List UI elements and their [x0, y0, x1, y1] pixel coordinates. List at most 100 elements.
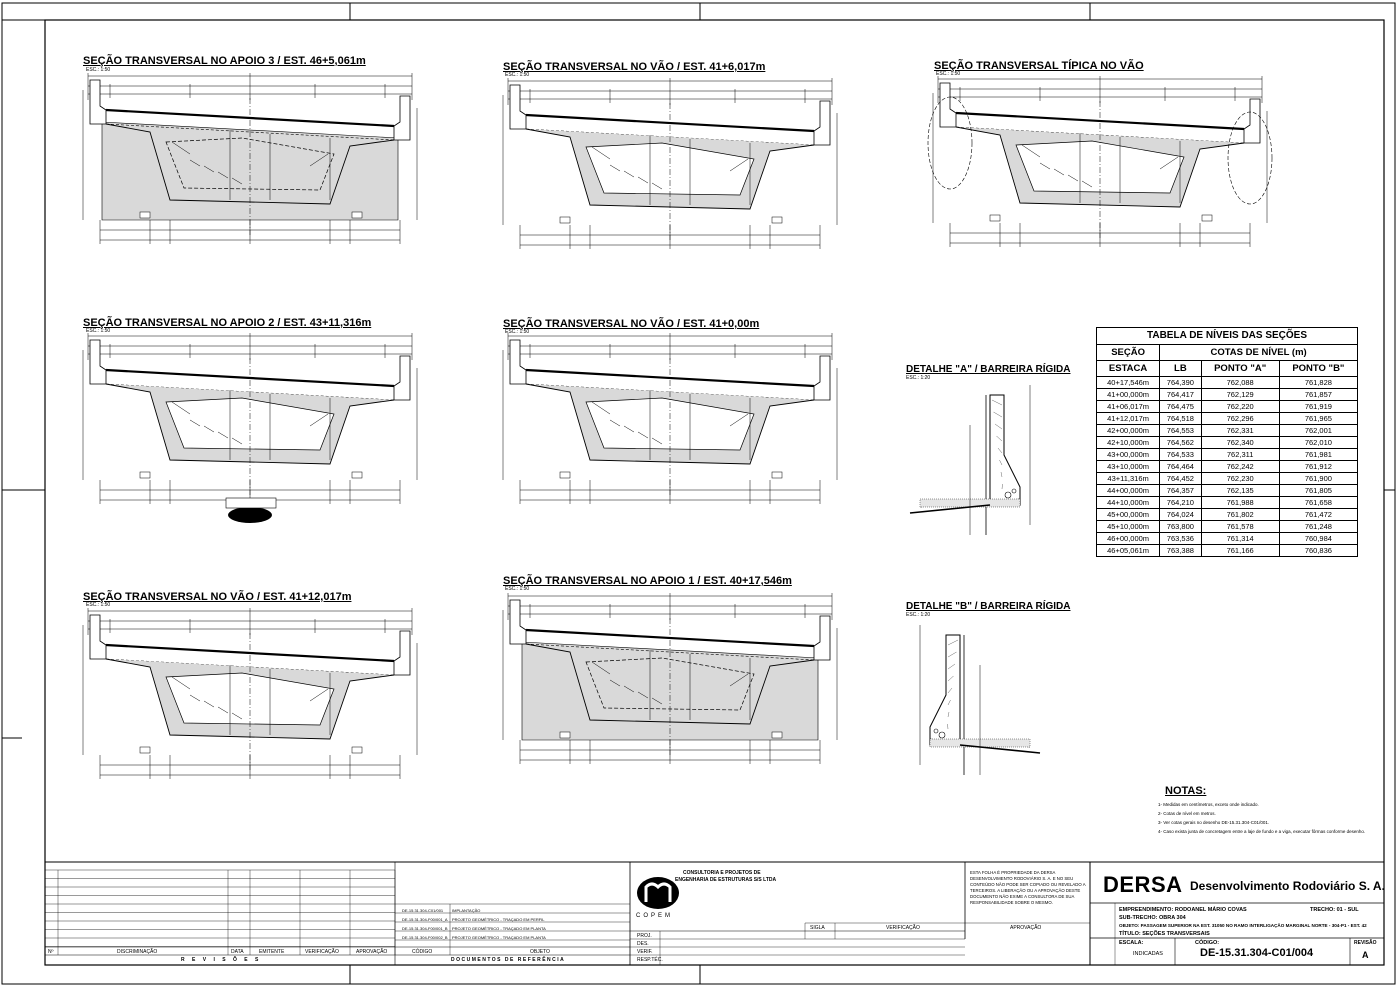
- levels-cell-estaca: 43+00,000m: [1095, 448, 1161, 461]
- annotation-line: [203, 165, 215, 173]
- point-b-marker: [351, 211, 363, 219]
- rebar-line: [947, 687, 953, 694]
- revision-value: A: [1362, 950, 1369, 960]
- levels-cell-value: 762,242: [1200, 460, 1280, 473]
- levels-cell-value: 761,965: [1278, 412, 1359, 425]
- levels-cell-value: 763,388: [1159, 544, 1202, 557]
- section-title-1: SEÇÃO TRANSVERSAL NO APOIO 3 / EST. 46+5…: [83, 55, 366, 67]
- haunch-line: [1021, 144, 1041, 158]
- detail-a-scale: ESC.: 1:20: [906, 375, 931, 381]
- consultant-line-1: CONSULTORIA E PROJETOS DE: [683, 870, 761, 876]
- levels-cell-value: 761,805: [1278, 484, 1359, 497]
- levels-cell-value: 762,230: [1200, 472, 1280, 485]
- levels-cell-estaca: 43+10,000m: [1095, 460, 1161, 473]
- point-a-marker: [559, 216, 571, 224]
- levels-cell-value: 764,452: [1159, 472, 1202, 485]
- levels-cell-value: 762,340: [1200, 436, 1280, 449]
- levels-cell-value: 761,981: [1278, 448, 1359, 461]
- copem-logo: [637, 877, 679, 909]
- levels-cell-value: 762,311: [1200, 448, 1280, 461]
- note-item: 4- Caso exista junta de concretagem entr…: [1158, 829, 1366, 834]
- levels-cell-estaca: 44+00,000m: [1095, 484, 1161, 497]
- left-barrier: [89, 339, 107, 385]
- des-label: DES.: [637, 941, 649, 947]
- levels-header-ponto-a: PONTO "A": [1200, 360, 1280, 377]
- levels-cell-value: 764,464: [1159, 460, 1202, 473]
- annotation-line: [217, 431, 229, 439]
- levels-cell-estaca: 42+10,000m: [1095, 436, 1161, 449]
- detail-a-drawing: [909, 385, 1031, 535]
- left-barrier: [89, 614, 107, 660]
- haunch-line: [729, 158, 749, 172]
- resp-label: RESP.TÉC.: [637, 957, 663, 963]
- levels-cell-estaca: 46+00,000m: [1095, 532, 1161, 545]
- annotation-line: [637, 176, 649, 184]
- ref-doc-object: PROJETO GEOMÉTRICO - TRAÇADO EM PLANTA: [452, 935, 546, 940]
- haunch-line: [309, 688, 329, 702]
- ref-col-codigo: CÓDIGO: [412, 949, 433, 955]
- central-pillar: [228, 507, 272, 523]
- rebar-line: [1000, 471, 1003, 478]
- levels-header-lb: LB: [1159, 360, 1202, 377]
- cantilever-slab: [959, 744, 1041, 754]
- haunch-line: [591, 401, 611, 415]
- annotation-line: [623, 425, 635, 433]
- rev-col-emitente: EMITENTE: [259, 949, 285, 955]
- point-a-marker: [559, 731, 571, 739]
- section-scale-6: ESC.: 1:50: [86, 602, 111, 608]
- notes-title: NOTAS:: [1165, 785, 1207, 797]
- levels-cell-estaca: 42+00,000m: [1095, 424, 1161, 437]
- point-b-marker: [771, 216, 783, 224]
- rebar-line: [997, 447, 1003, 454]
- detail-b-title: DETALHE "B" / BARREIRA RÍGIDA: [906, 601, 1071, 612]
- point-b-marker: [771, 731, 783, 739]
- cross-section-5: [502, 333, 838, 504]
- solid-diaphragm: [101, 121, 399, 221]
- rebar-line: [996, 435, 1003, 442]
- aprovacao-label: APROVAÇÃO: [1010, 925, 1042, 931]
- right-barrier: [813, 100, 831, 146]
- levels-cell-value: 760,984: [1278, 532, 1359, 545]
- point-a-marker: [139, 471, 151, 479]
- point-a-marker: [559, 471, 571, 479]
- annotation-line: [651, 697, 663, 705]
- escala-value: INDICADAS: [1133, 951, 1163, 957]
- levels-cell-value: 764,417: [1159, 388, 1202, 401]
- levels-cell-value: 764,562: [1159, 436, 1202, 449]
- annotation-line: [217, 171, 229, 179]
- levels-cell-estaca: 46+05,061m: [1095, 544, 1161, 557]
- section-title-2: SEÇÃO TRANSVERSAL NO VÃO / EST. 41+6,017…: [503, 61, 766, 73]
- levels-cell-value: 763,800: [1159, 520, 1202, 533]
- annotation-line: [651, 437, 663, 445]
- section-scale-2: ESC.: 1:50: [505, 72, 530, 78]
- cantilever-slab: [909, 504, 991, 514]
- cross-section-6: [82, 608, 418, 779]
- haunch-line: [171, 141, 191, 155]
- rebar-line: [994, 423, 1003, 430]
- levels-cell-value: 762,001: [1278, 424, 1359, 437]
- annotation-line: [609, 419, 621, 427]
- annotation-line: [623, 685, 635, 693]
- consultant-line-2: ENGENHARIA DE ESTRUTURAS S/S LTDA: [675, 877, 777, 883]
- section-scale-7: ESC.: 1:50: [505, 586, 530, 592]
- consultant-logo-name: COPEM: [636, 913, 674, 919]
- point-a-marker: [139, 746, 151, 754]
- ref-doc-code: DE-15.31.304-F00/002_B: [402, 935, 448, 940]
- levels-cell-value: 761,314: [1200, 532, 1280, 545]
- ref-doc-code: DE-15.31.304-C01/001: [402, 908, 444, 913]
- left-barrier: [509, 84, 527, 130]
- section-scale-4: ESC.: 1:50: [86, 328, 111, 334]
- annotation-line: [203, 700, 215, 708]
- levels-cell-value: 761,988: [1200, 496, 1280, 509]
- levels-cell-estaca: 40+17,546m: [1095, 376, 1161, 389]
- levels-cell-value: 761,919: [1278, 400, 1359, 413]
- solid-diaphragm: [521, 641, 819, 741]
- rev-col-discriminacao: DISCRIMINAÇÃO: [117, 949, 158, 955]
- annotation-line: [637, 691, 649, 699]
- levels-cell-value: 761,658: [1278, 496, 1359, 509]
